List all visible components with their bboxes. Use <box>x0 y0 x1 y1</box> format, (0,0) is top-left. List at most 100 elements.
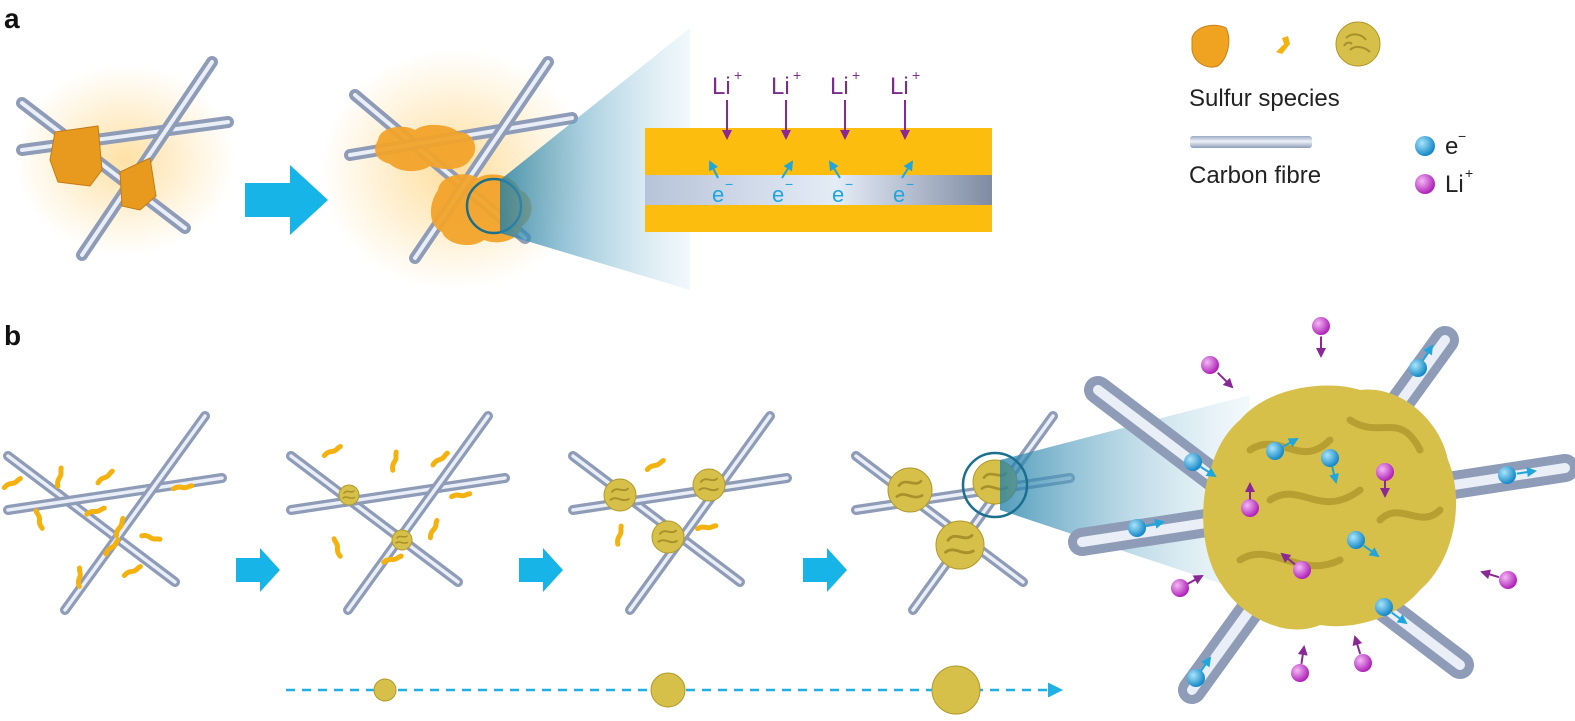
ion-particles <box>1128 317 1537 687</box>
panel-label-a: a <box>4 3 20 34</box>
sulfur-fragment <box>95 468 115 486</box>
lithium-ion <box>1480 569 1517 589</box>
panel-b-stage-3 <box>568 411 792 615</box>
sulfur-fragment <box>331 536 343 559</box>
carbon-fibre <box>625 411 775 615</box>
carbon-fibre <box>16 97 191 234</box>
electron <box>1128 518 1165 537</box>
sulfur-cluster <box>338 484 360 506</box>
sulfur-fragment <box>84 505 107 517</box>
sulfur-fragment <box>381 553 404 565</box>
e-label: e <box>832 182 844 207</box>
zoom-beam <box>500 28 690 290</box>
sulfur-fragment <box>449 491 473 500</box>
large-sulfur-cluster <box>961 326 1575 704</box>
growth-timeline <box>286 665 1063 715</box>
e-sup: − <box>845 176 853 192</box>
process-arrow <box>519 548 563 592</box>
legend-lithium: Li <box>1445 171 1464 198</box>
carbon-fibre <box>76 56 218 261</box>
sulfur-chunk <box>49 125 103 187</box>
sulfur-fragment <box>695 523 719 532</box>
sulfur-fragment <box>121 564 143 579</box>
panel-b-stage-2 <box>286 411 510 615</box>
sulfur-cluster <box>692 468 726 502</box>
carbon-fibre <box>568 451 745 587</box>
carbon-fibre <box>343 411 493 615</box>
electron <box>1266 438 1299 460</box>
carbon-fibre <box>286 473 510 515</box>
lithium-arrow-group: Li + Li + Li + Li + <box>712 67 920 140</box>
legend-carbon-fibre: Carbon fibre <box>1189 162 1321 189</box>
legend-electron-sup: − <box>1458 128 1466 144</box>
carbon-fibre <box>60 411 210 615</box>
process-arrow <box>803 548 847 592</box>
sulfur-fragment <box>33 508 45 531</box>
li-label: Li <box>830 73 849 100</box>
lithium-ion <box>1171 575 1204 597</box>
legend-sulfur-species: Sulfur species <box>1189 85 1340 112</box>
e-label: e <box>712 182 724 207</box>
e-sup: − <box>785 176 793 192</box>
lithium-ion <box>1376 463 1394 498</box>
sulfur-fragment <box>113 515 126 539</box>
li-label: Li <box>890 73 909 100</box>
li-label: Li <box>771 73 790 100</box>
lithium-ion <box>1201 356 1234 389</box>
e-label: e <box>772 182 784 207</box>
carbon-fibre <box>851 451 1028 587</box>
legend-electron: e <box>1445 133 1458 160</box>
li-sup: + <box>912 67 920 83</box>
sulfur-fragment <box>75 565 83 589</box>
sulfur-fragment <box>390 449 399 473</box>
electron-icon <box>1415 136 1435 156</box>
carbon-fibre <box>908 411 1058 615</box>
lithium-ion <box>1291 645 1309 682</box>
sulfur-fragment <box>430 450 450 468</box>
sulfur-cluster <box>603 478 637 512</box>
sulfur-fragment-icon <box>1276 36 1290 54</box>
li-sup: + <box>852 67 860 83</box>
cluster-medium <box>650 672 686 708</box>
electron <box>1184 453 1217 478</box>
panel-label-b: b <box>4 320 21 351</box>
li-sup: + <box>793 67 801 83</box>
carbon-fibre-icon <box>1190 136 1312 148</box>
cluster-large <box>931 665 981 715</box>
sulfur-cluster <box>887 467 933 513</box>
carbon-fibre <box>286 451 463 587</box>
e-sup: − <box>906 176 914 192</box>
sulfur-cluster <box>651 520 685 554</box>
sulfur-fragment <box>321 444 343 459</box>
process-arrow <box>245 165 328 235</box>
sulfur-fragment <box>615 523 624 547</box>
sulfur-cluster-icon <box>1335 21 1381 67</box>
zoom-circle <box>961 451 1029 519</box>
sulfur-fragment <box>55 465 64 489</box>
sulfur-fragment <box>427 517 440 541</box>
sulfur-fragment <box>171 483 195 492</box>
electron <box>1321 449 1339 484</box>
sulfur-cluster <box>935 520 985 570</box>
inset-cross-section: Li + Li + Li + Li + e − e − e − e − <box>645 67 992 232</box>
sulfur-fragment <box>644 458 666 473</box>
cluster-small <box>373 678 397 702</box>
panel-b-stage-1 <box>1 411 227 615</box>
electron <box>1187 656 1212 687</box>
process-arrow <box>236 548 280 592</box>
lithium-ion <box>1312 317 1330 358</box>
sulfur-fragment <box>139 533 163 542</box>
lithium-icon <box>1415 174 1435 194</box>
sulfur-deposit <box>375 124 476 172</box>
carbon-fibre <box>3 451 180 587</box>
sulfur-cluster <box>391 529 413 551</box>
e-label: e <box>893 182 905 207</box>
sulfur-chunk-icon <box>1191 24 1230 68</box>
legend-lithium-sup: + <box>1465 165 1473 181</box>
electron-arrow-group: e − e − e − e − <box>709 160 914 207</box>
e-sup: − <box>725 176 733 192</box>
electron <box>1498 466 1537 484</box>
legend: Sulfur species Carbon fibre e − Li + <box>1189 21 1473 198</box>
electron <box>1347 531 1380 558</box>
